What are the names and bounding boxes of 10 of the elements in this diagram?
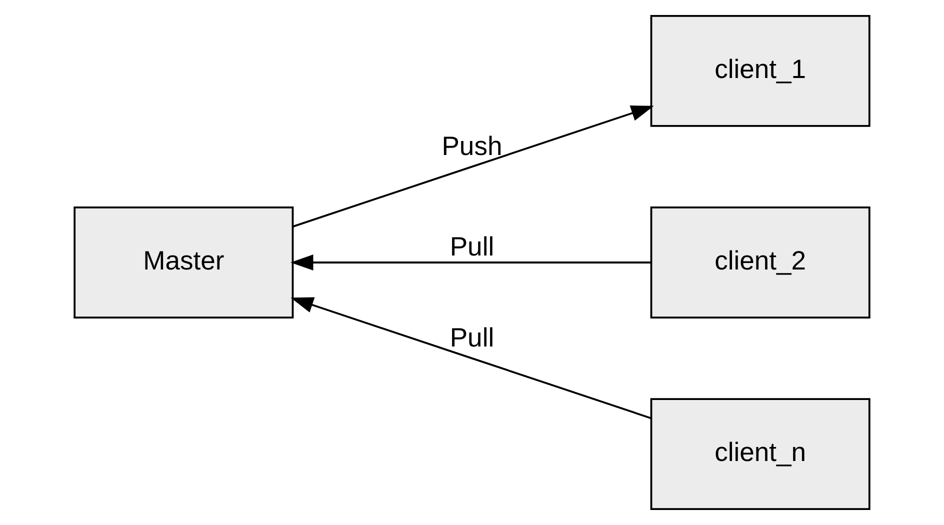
edge-label: Pull: [450, 231, 494, 262]
arrow: [290, 297, 652, 420]
node-box: client_2: [650, 206, 870, 318]
node-box: Master: [74, 206, 294, 318]
node-box: client_1: [650, 14, 870, 127]
arrow: [293, 106, 654, 228]
arrow: [290, 254, 652, 270]
edge-label: Push: [442, 130, 502, 161]
node-box: client_n: [650, 398, 870, 510]
edge-label: Pull: [450, 322, 494, 352]
